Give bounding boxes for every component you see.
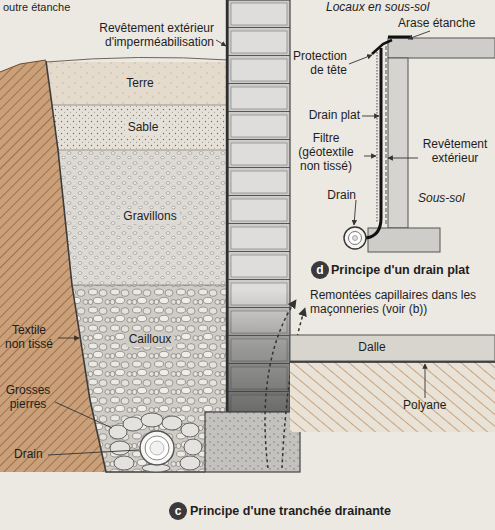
part-label: Filtre (géotextile non tissé) <box>290 132 362 173</box>
layer-name: Cailloux <box>126 333 175 347</box>
figure-letter-text: d <box>316 261 323 280</box>
leader-lines <box>354 200 356 225</box>
wall-footing <box>205 412 300 472</box>
sand-layer: Sable <box>125 121 162 135</box>
leader-lines <box>362 116 379 117</box>
trench-layers <box>46 57 228 472</box>
big-stones <box>180 456 200 470</box>
trench-layers <box>46 62 228 105</box>
trench-layers <box>52 105 228 150</box>
drain-pipe <box>145 436 169 460</box>
pebble-layer: Cailloux <box>126 333 175 347</box>
layer-name: Sable <box>125 121 162 135</box>
flat-drain-inset <box>388 38 495 58</box>
flat-drain-inset <box>376 52 377 222</box>
cut-label: outre étanche <box>3 1 70 14</box>
figure-caption: Principe d'un drain plat <box>331 263 469 277</box>
part-label: Revêtement extérieur <box>418 138 492 166</box>
trench-layers <box>72 285 228 286</box>
figure-letter-text: c <box>175 502 182 521</box>
big-stones <box>109 413 202 472</box>
leader-lines <box>58 338 79 339</box>
gravel-layer: Gravillons <box>120 210 179 224</box>
leader-lines <box>408 31 430 39</box>
part-label: Polyane <box>403 399 446 413</box>
masonry-wall <box>228 290 290 412</box>
layer-name: Gravillons <box>120 210 179 224</box>
room-label: Locaux en sous-sol <box>326 1 429 15</box>
slab-floor <box>290 361 495 363</box>
leader-lines <box>55 402 112 428</box>
leader-lines <box>364 156 376 157</box>
note-label: Remontées capillaires dans les maçonneri… <box>310 289 492 317</box>
room-label: Sous-sol <box>418 192 465 206</box>
drain-pipe <box>140 431 174 465</box>
figure-letter: c <box>169 502 188 521</box>
earth-slope <box>0 60 46 72</box>
wall-footing <box>205 412 300 472</box>
leader-lines <box>48 31 430 455</box>
masonry-wall <box>228 0 290 412</box>
layer-name: Terre <box>123 77 156 91</box>
drain-pipe <box>140 431 174 465</box>
big-stones <box>110 441 130 455</box>
flat-drain-inset <box>388 36 412 39</box>
soil-layer: Terre <box>123 77 156 91</box>
part-label: Grosses pierres <box>2 384 54 412</box>
part-label: Drain <box>316 189 356 203</box>
flat-drain-inset <box>353 236 358 241</box>
part-label: Drain plat <box>296 109 360 123</box>
big-stones <box>114 456 134 470</box>
flat-drain-inset <box>366 48 381 238</box>
part-label: Revêtement extérieur d'imperméabilisatio… <box>58 22 214 50</box>
slab-floor <box>290 335 495 432</box>
flat-drain-inset <box>344 227 366 249</box>
leader-lines <box>216 40 226 46</box>
flat-drain-inset <box>349 232 362 245</box>
part-label: Drain <box>14 448 43 462</box>
figure-letter: d <box>311 261 330 280</box>
big-stones <box>162 416 182 430</box>
part-label: Textile non tissé <box>2 324 56 352</box>
trench-layers <box>46 57 228 62</box>
trench-layers <box>52 105 228 106</box>
part-label: Arase étanche <box>398 17 475 31</box>
masonry-wall <box>226 0 228 412</box>
big-stones <box>184 439 202 455</box>
slab-floor <box>290 335 495 361</box>
masonry-wall <box>227 0 290 412</box>
geotextile <box>46 61 205 472</box>
leader-lines <box>48 450 139 455</box>
flat-drain-inset <box>372 40 392 54</box>
drain-pipe <box>150 441 164 455</box>
trench-layers <box>58 150 228 285</box>
big-stones <box>141 413 163 427</box>
part-label: Protection de tête <box>292 50 347 78</box>
trench-layers <box>58 150 228 151</box>
flat-drain-inset <box>386 46 387 226</box>
slab-band: Dalle <box>355 341 388 355</box>
leader-lines <box>388 158 418 159</box>
geotextile <box>46 61 205 472</box>
big-stones <box>181 423 199 437</box>
slab-floor <box>290 362 495 432</box>
big-stones <box>123 417 143 431</box>
figure-caption: Principe d'une tranchée drainante <box>190 504 391 518</box>
layer-name: Dalle <box>355 341 388 355</box>
leader-lines <box>425 364 426 398</box>
flat-drain-inset <box>344 37 495 252</box>
leader-lines <box>349 55 372 64</box>
flat-drain-inset <box>388 58 408 228</box>
